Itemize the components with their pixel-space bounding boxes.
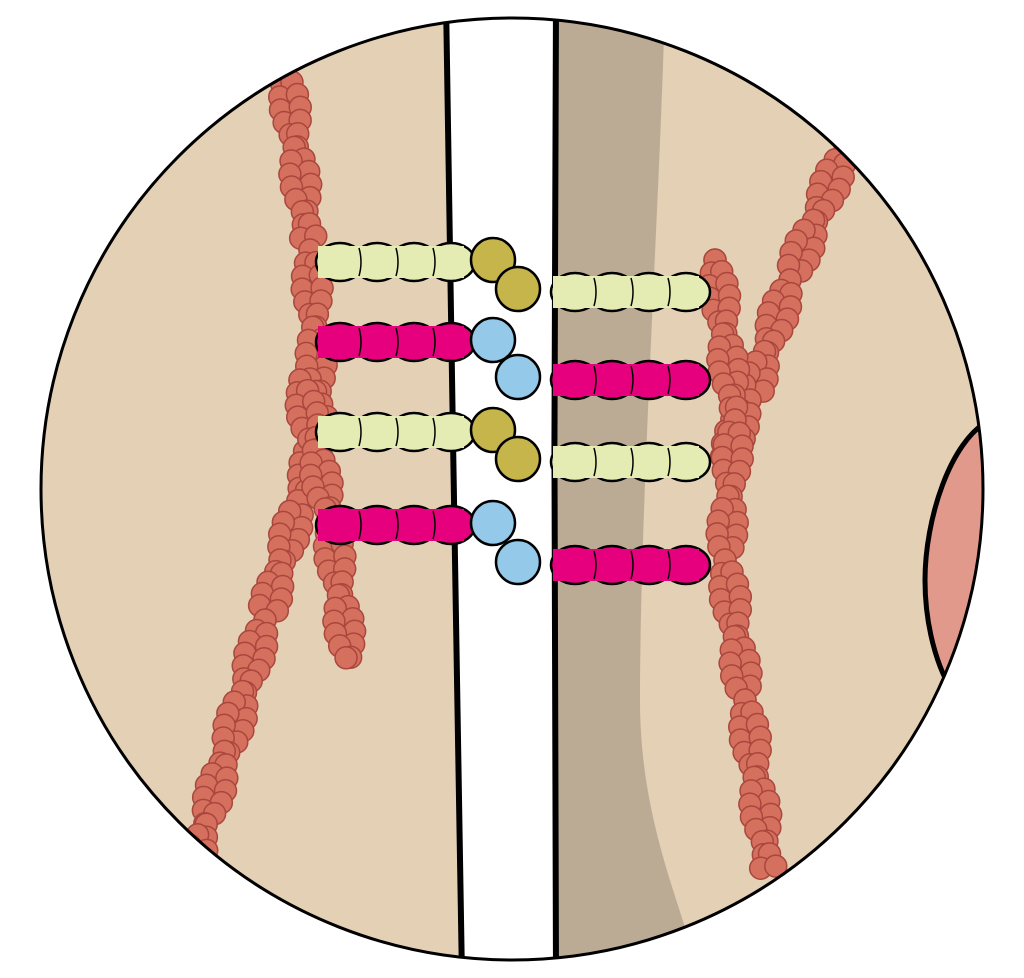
intercellular-space [446, 18, 556, 960]
actin-bead [178, 833, 203, 858]
cadherin-divider [358, 247, 362, 277]
cadherin-divider [593, 277, 597, 307]
cadherin-divider [593, 550, 597, 580]
cadherin-divider [630, 277, 634, 307]
cadherin-divider [667, 277, 671, 307]
cadherin-divider [395, 247, 399, 277]
right-membrane [551, 18, 559, 960]
cadherin-divider [667, 365, 671, 395]
cadherin-divider [358, 510, 362, 540]
cadherin-divider [358, 417, 362, 447]
cadherin-divider [630, 550, 634, 580]
cadherin-divider [395, 510, 399, 540]
cadherin-pair [314, 406, 712, 483]
cadherin-divider [667, 447, 671, 477]
cadherin-divider [593, 447, 597, 477]
cadherin-divider [432, 510, 436, 540]
cadherin-fill [318, 326, 464, 358]
cadherin-complexes [314, 236, 712, 586]
cadherin-divider [358, 327, 362, 357]
cadherin-pair [314, 236, 712, 313]
cadherin-fill [318, 509, 464, 541]
cadherin-divider [630, 447, 634, 477]
view-circle-outline [39, 16, 985, 962]
cadherin-divider [395, 327, 399, 357]
cadherin-pair [314, 499, 712, 586]
cadherin-globe-right [494, 435, 542, 483]
cadherin-fill [553, 364, 699, 396]
cadherin-pair [314, 316, 712, 401]
left-membrane [443, 18, 465, 960]
cadherin-divider [432, 247, 436, 277]
cadherin-divider [432, 417, 436, 447]
cadherin-fill [553, 549, 699, 581]
cadherin-fill [553, 276, 699, 308]
cadherin-globe-right [494, 265, 542, 313]
actin-bead [764, 854, 788, 878]
cadherin-globe-left [469, 316, 517, 364]
cadherin-fill [318, 416, 464, 448]
cadherin-divider [395, 417, 399, 447]
cadherin-divider [630, 365, 634, 395]
cadherin-globe-right [494, 538, 542, 586]
cadherin-divider [593, 365, 597, 395]
cadherin-globe-left [469, 499, 517, 547]
cadherin-globe-right [494, 353, 542, 401]
actin-bead [334, 646, 358, 670]
cadherin-divider [667, 550, 671, 580]
cortex-band [555, 18, 700, 960]
cadherin-fill [318, 246, 464, 278]
cadherin-divider [432, 327, 436, 357]
cadherin-fill [553, 446, 699, 478]
